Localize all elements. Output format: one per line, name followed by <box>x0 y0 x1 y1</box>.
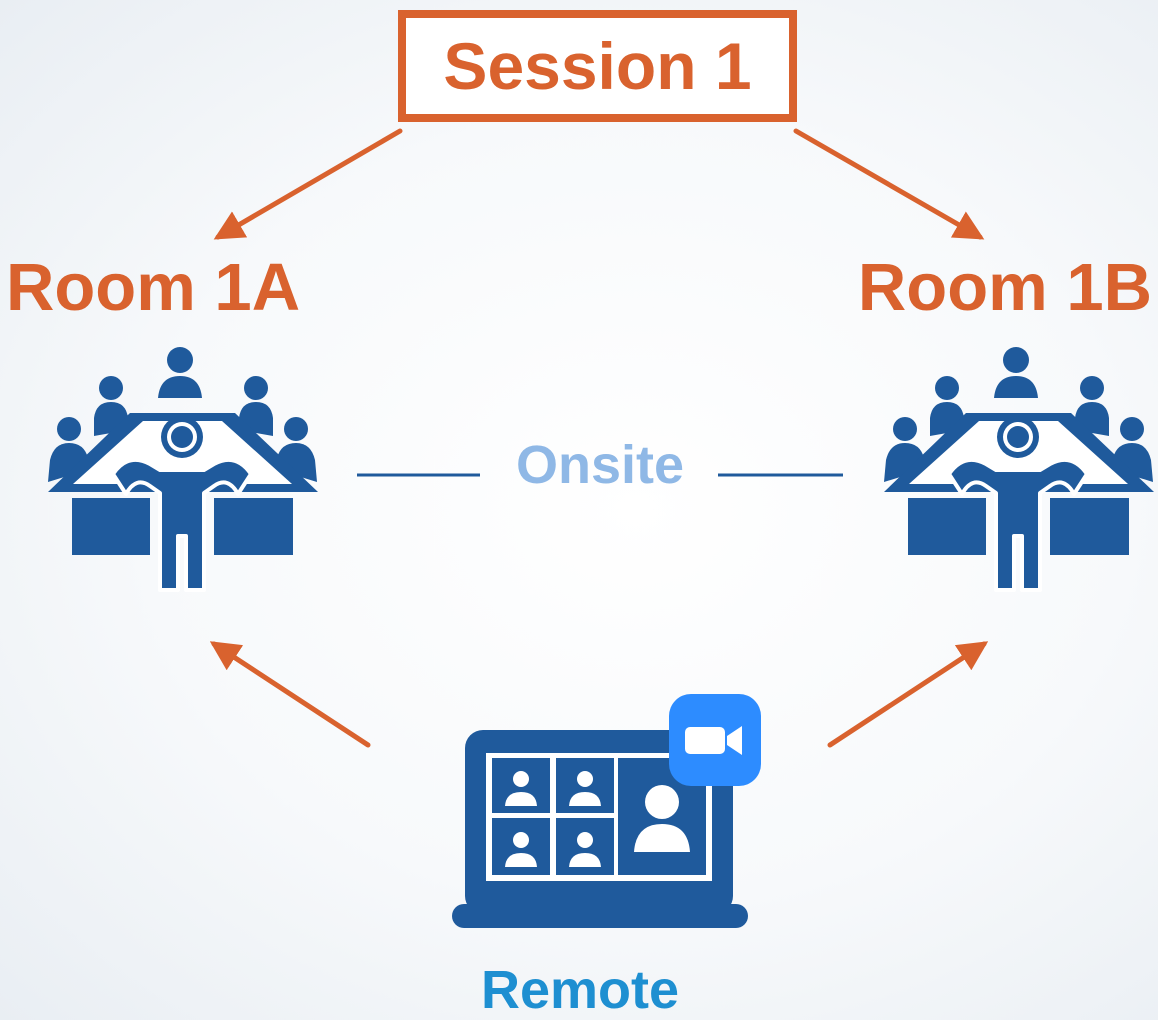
arrow-session-to-room-1a <box>213 128 403 240</box>
arrow-remote-to-room-1b <box>827 641 989 748</box>
room-1b-label: Room 1B <box>857 250 1152 325</box>
arrow-remote-to-room-1a <box>209 641 371 748</box>
video-camera-icon <box>669 694 761 786</box>
onsite-label: Onsite <box>515 435 685 495</box>
session-label: Session 1 <box>443 29 752 103</box>
conference-meeting-icon <box>46 345 320 592</box>
session-box: Session 1 <box>398 10 797 122</box>
conference-meeting-icon <box>882 345 1156 592</box>
room-1a-label: Room 1A <box>6 250 301 325</box>
arrow-session-to-room-1b <box>793 128 985 240</box>
remote-label: Remote <box>480 960 680 1020</box>
video-conference-laptop-icon <box>452 730 748 928</box>
